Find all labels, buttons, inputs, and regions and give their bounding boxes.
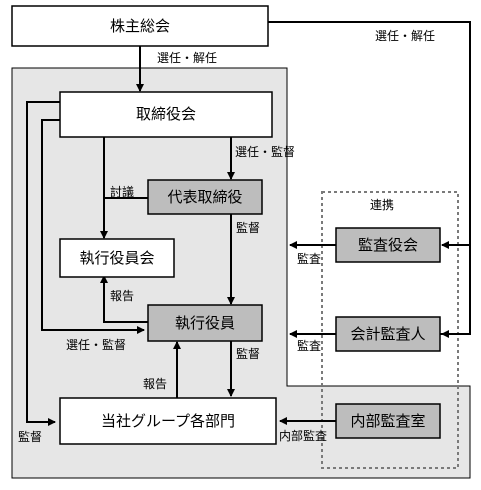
- label-discuss: 討議: [110, 184, 134, 199]
- label-report-exec: 報告: [110, 289, 134, 303]
- label-elect-dismiss-center: 選任・解任: [157, 51, 217, 65]
- node-audit-board-label: 監査役会: [358, 236, 418, 254]
- label-supervise-exec: 監督: [236, 346, 260, 361]
- node-rep-director: 代表取締役: [147, 179, 263, 215]
- label-elect-supervise-left: 選任・監督: [66, 337, 126, 352]
- label-audit-by-board: 監査: [297, 251, 321, 266]
- node-internal-audit-label: 内部監査室: [350, 412, 425, 430]
- node-shareholders-label: 株主総会: [110, 17, 170, 35]
- edge-shareholders-auditors: [268, 21, 471, 335]
- connectors: [26, 21, 471, 426]
- edge-board-officers: [41, 119, 145, 334]
- label-audit-left: 監督: [18, 429, 42, 444]
- edge-officers-report: [100, 275, 148, 323]
- cooperation-group: [321, 191, 459, 469]
- label-cooperation: 連携: [370, 197, 394, 212]
- node-exec-committee: 執行役員会: [59, 238, 175, 278]
- node-exec-officers-label: 執行役員: [175, 314, 235, 332]
- node-group-divisions-label: 当社グループ各部門: [101, 412, 235, 430]
- node-accounting-auditor-label: 会計監査人: [350, 325, 425, 343]
- edge-board-group: [26, 101, 60, 426]
- label-report-group: 報告: [143, 377, 167, 391]
- node-accounting-auditor: 会計監査人: [335, 316, 441, 352]
- node-exec-committee-label: 執行役員会: [79, 249, 154, 267]
- node-internal-audit: 内部監査室: [335, 403, 441, 439]
- node-board-label: 取締役会: [136, 105, 196, 123]
- label-internal-audit: 内部監査: [279, 428, 327, 443]
- label-elect-supervise-right: 選任・監督: [235, 144, 295, 159]
- node-exec-officers: 執行役員: [147, 304, 263, 342]
- node-board: 取締役会: [59, 91, 273, 138]
- company-region: [11, 67, 471, 479]
- label-audit-by-accountant: 監査: [297, 338, 321, 353]
- node-shareholders: 株主総会: [11, 5, 269, 47]
- node-audit-board: 監査役会: [335, 227, 441, 263]
- label-elect-dismiss-right: 選任・解任: [375, 29, 435, 43]
- node-group-divisions: 当社グループ各部門: [59, 397, 277, 445]
- node-rep-director-label: 代表取締役: [167, 188, 242, 206]
- label-supervise-rep: 監督: [236, 220, 260, 235]
